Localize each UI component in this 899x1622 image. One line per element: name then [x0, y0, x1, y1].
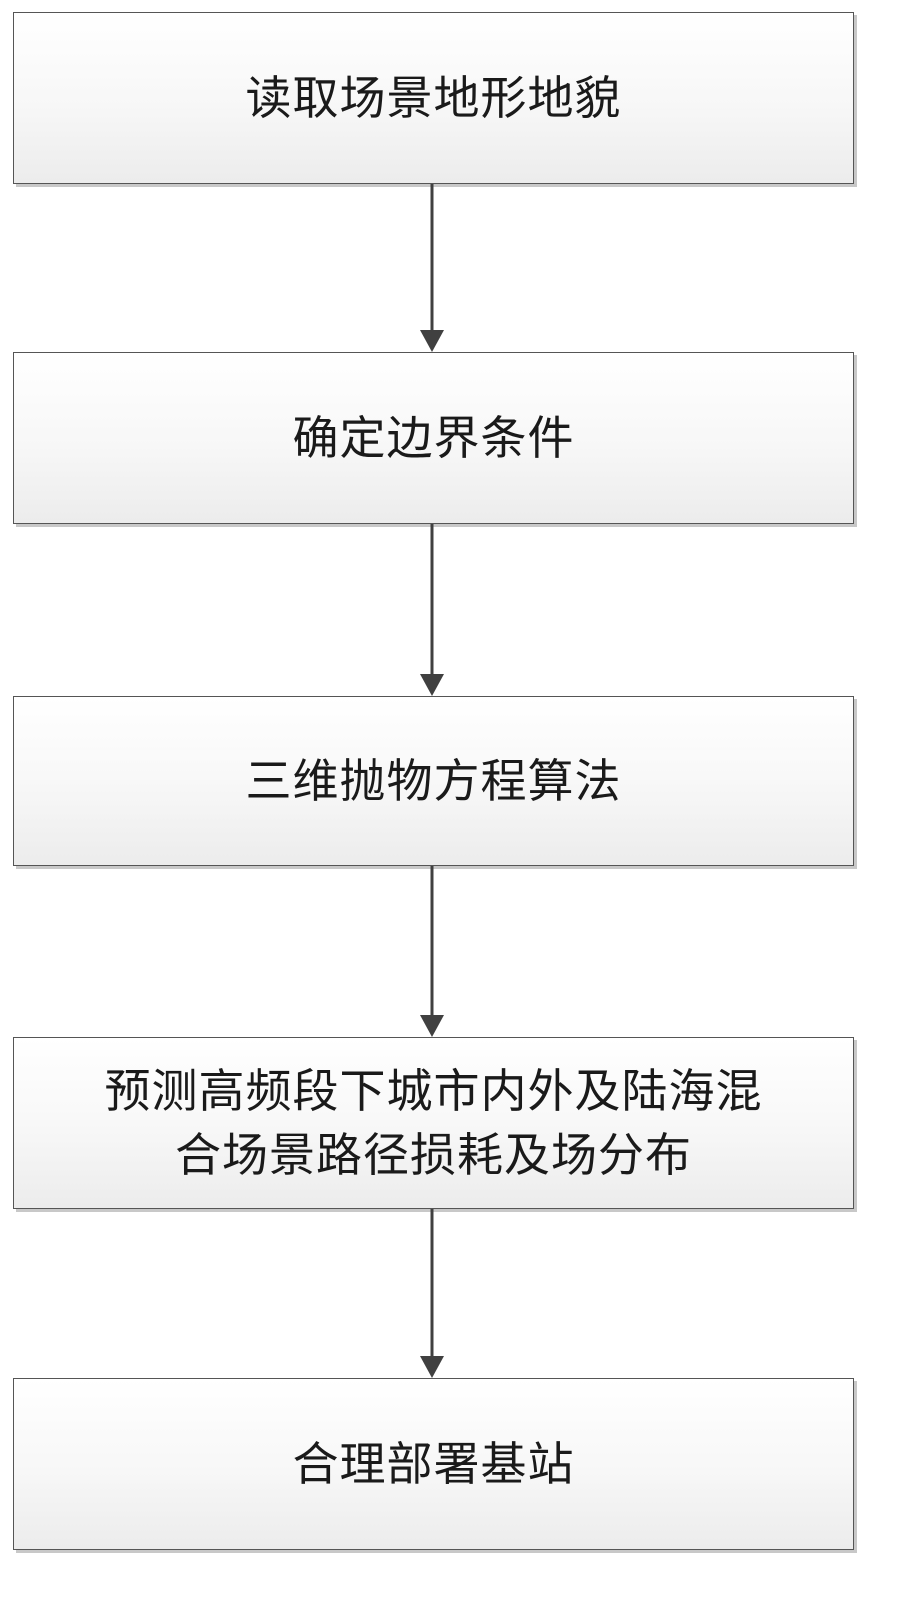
flow-step-label: 三维抛物方程算法: [245, 754, 622, 808]
flow-step-label: 确定边界条件: [292, 411, 575, 465]
flow-arrow-head-icon: [420, 1015, 444, 1037]
flow-step-deploy-base-stations: 合理部署基站: [13, 1378, 854, 1550]
flow-arrow-head-icon: [420, 674, 444, 696]
flow-step-3d-parabolic-equation: 三维抛物方程算法: [13, 696, 854, 866]
flow-step-label: 合理部署基站: [292, 1437, 575, 1491]
flow-step-label-line-1: 预测高频段下城市内外及陆海混: [104, 1064, 763, 1118]
flow-step-predict-path-loss: 预测高频段下城市内外及陆海混 合场景路径损耗及场分布: [13, 1037, 854, 1209]
flow-step-label: 读取场景地形地貌: [245, 71, 622, 125]
flow-step-label-line-2: 合场景路径损耗及场分布: [175, 1128, 692, 1182]
flow-arrow-head-icon: [420, 330, 444, 352]
flow-step-boundary-conditions: 确定边界条件: [13, 352, 854, 524]
flow-arrow-head-icon: [420, 1356, 444, 1378]
flow-step-read-terrain: 读取场景地形地貌: [13, 12, 854, 184]
